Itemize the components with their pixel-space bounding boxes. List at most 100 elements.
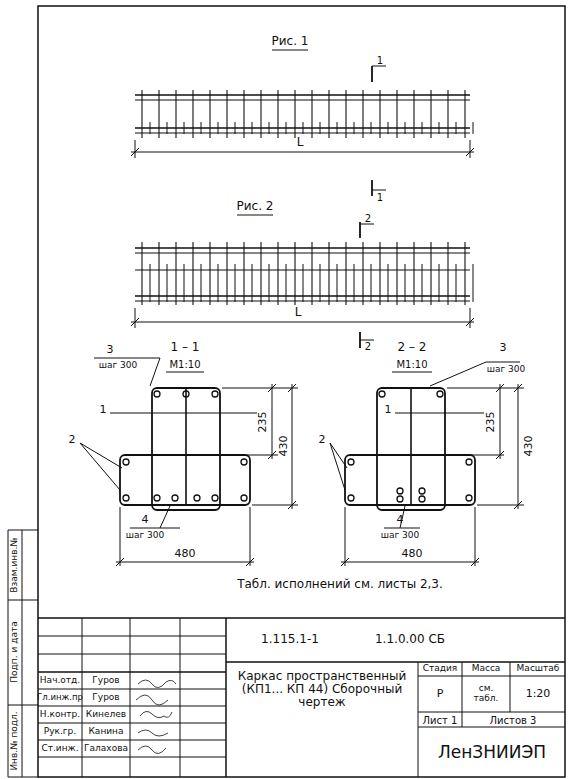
rebar-stroke (167, 264, 168, 302)
figure-title: Рис. 2 (237, 200, 274, 213)
dimension: 480 (402, 548, 423, 560)
rebar-stroke (422, 122, 423, 134)
rebar-stroke (252, 122, 253, 134)
rebar-stroke (328, 242, 329, 305)
rebar-stroke (464, 90, 465, 138)
rebar-stroke (167, 122, 168, 134)
role: Рук.гр. (44, 727, 76, 737)
rebar-stroke (396, 242, 397, 305)
section-2-2 (330, 362, 524, 566)
rebar-stroke (286, 122, 287, 134)
header-cell: Стадия (423, 664, 458, 674)
role: Н.контр. (40, 710, 80, 720)
scale-value: 1:20 (526, 688, 551, 700)
rebar-stroke (345, 90, 346, 138)
rebar-stroke (286, 264, 287, 302)
section-title: 2 – 2 (398, 341, 427, 354)
rebar-stroke (456, 122, 457, 134)
rebar-stroke (218, 122, 219, 134)
section-title: 1 – 1 (171, 341, 200, 354)
person-name: Гуров (92, 693, 119, 703)
rebar-stroke (150, 122, 151, 134)
callout-number: 4 (397, 514, 404, 526)
rebar-stroke (235, 264, 236, 302)
section-mark: 2 (365, 341, 371, 352)
header-cell: Масштаб (517, 664, 560, 674)
callout-note: шаг 300 (381, 531, 420, 541)
rebar-stroke (209, 90, 210, 138)
rebar-stroke (388, 122, 389, 134)
rebar-stroke (439, 122, 440, 134)
rebar-stroke (175, 90, 176, 138)
header-cell: Масса (472, 664, 501, 674)
dimension: L (297, 136, 304, 149)
title-block (38, 618, 565, 777)
rebar-stroke (379, 242, 380, 305)
dimension: 430 (278, 435, 290, 458)
scale-note: М1:10 (396, 359, 427, 370)
rebar-stroke (135, 99, 470, 100)
callout-number: 1 (385, 404, 392, 416)
rebar-stroke (371, 122, 372, 134)
rebar-stroke (201, 122, 202, 134)
rebar-stroke (192, 242, 193, 305)
rebar-stroke (158, 242, 159, 305)
rebar-stroke (405, 264, 406, 302)
callout-number: 2 (69, 434, 76, 446)
section-1-1 (80, 358, 298, 566)
person-name: Канина (88, 727, 123, 737)
dimension: L (295, 306, 302, 319)
rebar-stroke (320, 122, 321, 134)
drawing-name: Каркас пространственный (КП1... КП 44) С… (232, 670, 412, 710)
rebar-stroke (430, 90, 431, 138)
rebar-stroke (135, 252, 470, 253)
rebar-stroke (439, 264, 440, 302)
dimension: 235 (485, 411, 497, 434)
rebar-stroke (464, 242, 465, 305)
rebar-stroke (405, 122, 406, 134)
rebar-stroke (473, 264, 474, 302)
rebar-stroke (260, 242, 261, 305)
rebar-stroke (294, 90, 295, 138)
rebar-stroke (141, 90, 142, 138)
rebar-stroke (328, 90, 329, 138)
rebar-stroke (430, 242, 431, 305)
callout-number: 4 (142, 514, 149, 526)
rebar-stroke (243, 242, 244, 305)
rebar-stroke (337, 264, 338, 302)
rebar-stroke (235, 122, 236, 134)
document-code: 1.115.1-1 (261, 633, 319, 646)
scale-note: М1:10 (169, 359, 200, 370)
rebar-stroke (175, 242, 176, 305)
rebar-stroke (311, 242, 312, 305)
rebar-stroke (252, 264, 253, 302)
rebar-stroke (303, 264, 304, 302)
side-field: Инв.№ подл. (10, 711, 20, 770)
person-name: Кинелев (86, 710, 126, 720)
rebar-stroke (269, 122, 270, 134)
rebar-stroke (311, 90, 312, 138)
rebar-stroke (379, 90, 380, 138)
rebar-stroke (277, 242, 278, 305)
rebar-stroke (447, 242, 448, 305)
section-mark: 1 (377, 55, 383, 66)
rebar-stroke (135, 94, 470, 96)
role: Ст.инж. (41, 744, 78, 754)
rebar-stroke (320, 264, 321, 302)
sheet-count: Листов 3 (490, 715, 537, 726)
rebar-stroke (158, 90, 159, 138)
rebar-stroke (473, 122, 474, 134)
dimension: 480 (175, 548, 196, 560)
rebar-stroke (303, 122, 304, 134)
organization: ЛенЗНИИЭП (438, 743, 546, 762)
rebar-stroke (371, 264, 372, 302)
callout-note: шаг 300 (487, 365, 526, 375)
side-field: Подп. и дата (10, 621, 20, 682)
rebar-stroke (337, 122, 338, 134)
role: Нач.отд. (40, 676, 80, 686)
callout-number: 1 (100, 404, 107, 416)
dimension: 430 (523, 435, 535, 458)
rebar-stroke (184, 122, 185, 134)
rebar-stroke (218, 264, 219, 302)
